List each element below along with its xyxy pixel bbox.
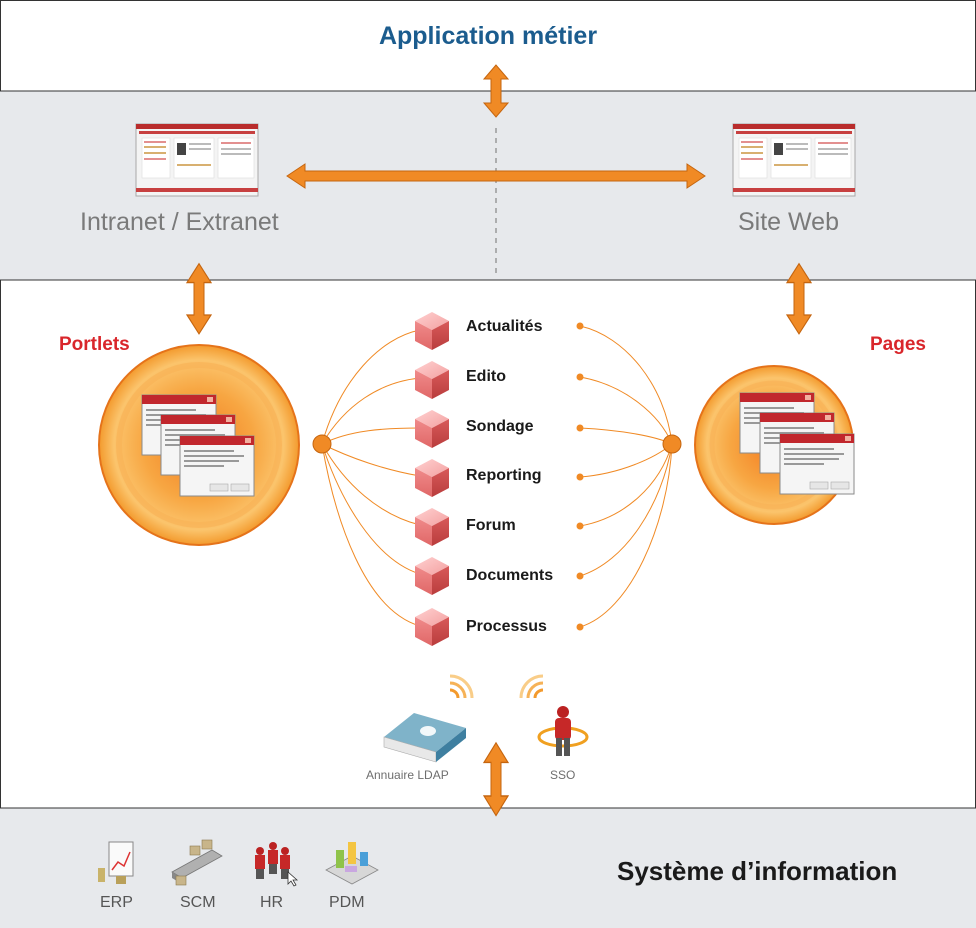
- information-system-title: Système d’information: [617, 856, 898, 886]
- module-label-actualites: Actualités: [466, 318, 543, 335]
- module-label-sondage: Sondage: [466, 418, 534, 435]
- erp-icon: [98, 841, 134, 884]
- connector-dots: [576, 322, 584, 631]
- portlets-hub-node: [312, 434, 332, 454]
- site-web-label: Site Web: [738, 208, 839, 236]
- information-system-band: [0, 808, 976, 928]
- portlets-label: Portlets: [59, 334, 130, 355]
- siteweb-screenshot-icon: [732, 123, 856, 197]
- scm-icon: [171, 839, 223, 886]
- module-label-documents: Documents: [466, 567, 554, 584]
- hr-icon: [255, 842, 299, 887]
- module-label-reporting: Reporting: [466, 467, 542, 484]
- system-label-hr: HR: [260, 894, 284, 911]
- module-label-edito: Edito: [466, 368, 506, 385]
- pages-label: Pages: [870, 334, 926, 355]
- pages-disc: [694, 365, 855, 525]
- pages-hub-node: [662, 434, 682, 454]
- book-icon: [383, 713, 466, 763]
- application-title: Application métier: [378, 22, 598, 50]
- sso-label: SSO: [550, 768, 576, 782]
- system-label-scm: SCM: [180, 894, 216, 911]
- intranet-screenshot-icon: [135, 123, 259, 197]
- system-label-pdm: PDM: [329, 894, 365, 911]
- ldap-label: Annuaire LDAP: [366, 768, 449, 782]
- arrow-intranet-siteweb: [286, 163, 706, 189]
- user-sso-icon: [537, 706, 589, 756]
- pdm-icon: [325, 842, 379, 885]
- connection-lines: [321, 325, 673, 628]
- portlets-disc: [98, 344, 300, 546]
- module-label-forum: Forum: [466, 517, 516, 534]
- intranet-extranet-label: Intranet / Extranet: [80, 208, 279, 236]
- system-label-erp: ERP: [100, 894, 133, 911]
- module-label-processus: Processus: [466, 618, 547, 635]
